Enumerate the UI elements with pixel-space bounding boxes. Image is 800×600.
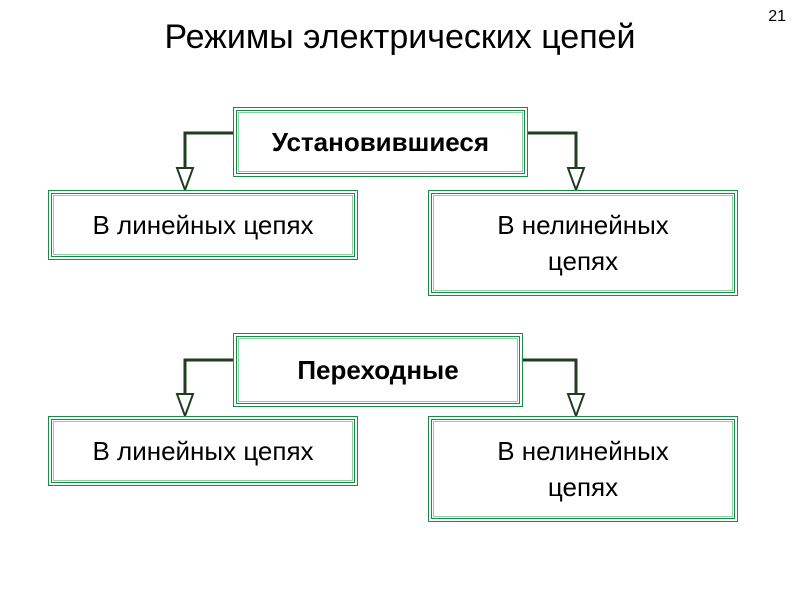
- steady-nonlinear-box: В нелинейных цепях: [428, 190, 738, 296]
- steady-nonlinear-label: В нелинейных цепях: [497, 209, 669, 276]
- page-number: 21: [768, 8, 786, 25]
- steady-state-label: Установившиеся: [271, 126, 490, 157]
- connector-right-2: [520, 358, 578, 398]
- connector-left-1: [183, 131, 235, 172]
- transient-linear-box: В линейных цепях: [48, 416, 358, 486]
- connector-right-1: [526, 131, 578, 172]
- transient-label: Переходные: [297, 354, 459, 385]
- transient-box: Переходные: [233, 333, 523, 407]
- connector-left-2: [183, 358, 235, 398]
- arrowhead-left-1: [175, 167, 195, 193]
- slide-title: Режимы электрических цепей: [164, 18, 636, 56]
- steady-linear-box: В линейных цепях: [48, 190, 358, 260]
- arrowhead-right-1: [566, 167, 586, 193]
- transient-nonlinear-label: В нелинейных цепях: [497, 435, 669, 502]
- arrowhead-left-2: [175, 393, 195, 419]
- steady-linear-label: В линейных цепях: [92, 209, 314, 240]
- transient-linear-label: В линейных цепях: [92, 435, 314, 466]
- arrowhead-right-2: [566, 393, 586, 419]
- steady-state-box: Установившиеся: [233, 107, 528, 177]
- transient-nonlinear-box: В нелинейных цепях: [428, 416, 738, 522]
